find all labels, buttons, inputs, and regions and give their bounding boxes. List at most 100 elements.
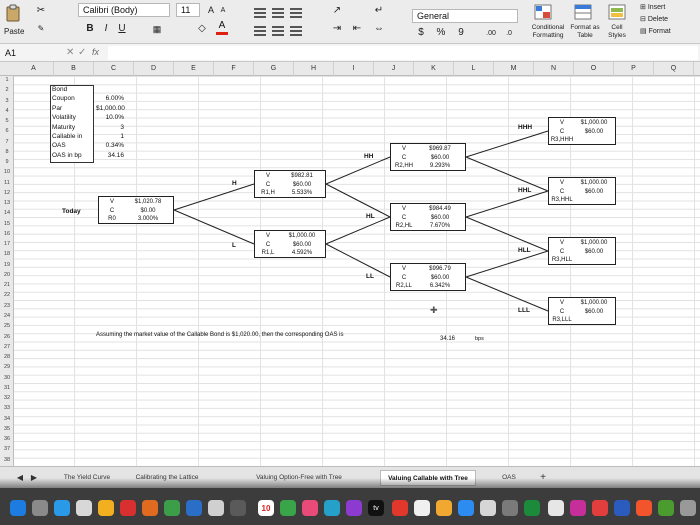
column-header-cell[interactable]: K [414,62,454,76]
tree-node-row-value[interactable]: 3.000% [137,216,159,222]
row-header-cell[interactable]: 5 [5,118,9,125]
row-header-cell[interactable]: 32 [3,395,11,402]
column-header-cell[interactable]: L [454,62,494,76]
row-header-cell[interactable]: 23 [3,302,11,309]
row-header-cell[interactable]: 37 [3,446,11,453]
app-store-icon[interactable] [186,500,202,516]
column-header-cell[interactable]: E [174,62,214,76]
tree-node-row-value[interactable]: $1,000.00 [580,120,608,126]
column-header-cell[interactable]: P [614,62,654,76]
format-as-table-icon[interactable] [574,4,592,20]
sheet-tab[interactable]: The Yield Curve [56,470,118,486]
input-value[interactable]: 3 [120,123,124,131]
tree-node-row-value[interactable]: $982.81 [291,173,313,179]
tree-node-row-value[interactable]: $60.00 [430,154,450,161]
tree-node-row-value[interactable]: $1,000.00 [288,233,316,239]
tree-node-row-value[interactable]: $60.00 [292,181,312,188]
row-header-cell[interactable]: 2 [5,87,9,94]
format-button[interactable]: ▤ Format [640,27,671,35]
row-header-cell[interactable]: 24 [3,312,11,319]
grow-font-button[interactable]: A [207,5,214,15]
news-icon[interactable] [392,500,408,516]
comma-button[interactable]: 9 [458,27,464,38]
system-icon[interactable] [230,500,246,516]
font-size-select[interactable]: 11 [176,3,200,17]
app-icon[interactable] [142,500,158,516]
tree-node-row-value[interactable]: $1,020.78 [134,199,162,205]
row-header-cell[interactable]: 9 [5,159,9,166]
column-header-cell[interactable]: Q [654,62,694,76]
font-color-button[interactable]: A [216,20,228,35]
tree-node-row-value[interactable]: $60.00 [430,274,450,281]
row-header-cell[interactable]: 22 [3,292,11,299]
function-button[interactable]: fx [92,47,100,57]
input-value[interactable]: 10.0% [105,114,124,122]
orientation-icon[interactable]: ↗ [332,5,342,16]
row-header-cell[interactable]: 17 [3,241,11,248]
row-header-cell[interactable]: 1 [5,77,9,83]
row-header-cell[interactable]: 4 [5,107,9,114]
facetime-icon[interactable] [324,500,340,516]
decrease-decimal-icon[interactable]: .0 [506,30,512,37]
column-header-cell[interactable]: N [534,62,574,76]
row-header-cell[interactable]: 29 [3,364,11,371]
launchpad-icon[interactable] [32,500,48,516]
tree-node-row-value[interactable]: 6.342% [429,283,451,289]
tree-node-row-value[interactable]: $60.00 [584,128,604,135]
tree-node-row-value[interactable]: $60.00 [584,188,604,195]
next-sheet-icon[interactable]: ▶ [28,470,40,486]
row-header-cell[interactable]: 7 [5,138,9,145]
row-header-cell[interactable]: 21 [3,282,11,289]
align-bottom-icon[interactable] [290,8,302,18]
row-header-cell[interactable]: 3 [5,97,9,104]
row-header-cell[interactable]: 25 [3,323,11,330]
prev-sheet-icon[interactable]: ◀ [14,470,26,486]
increase-decimal-icon[interactable]: .00 [486,30,496,37]
preview-icon[interactable] [208,500,224,516]
finder-icon[interactable] [10,500,26,516]
column-header-cell[interactable]: H [294,62,334,76]
apple-tv-icon[interactable]: tv [368,500,384,516]
tree-node-row-value[interactable]: $60.00 [584,248,604,255]
row-header-cell[interactable]: 18 [3,251,11,258]
tree-node-row-value[interactable]: $969.87 [429,146,451,152]
bold-button[interactable]: B [86,23,94,34]
input-value[interactable]: 6.00% [105,95,124,103]
paste-button[interactable] [4,4,26,28]
borders-icon[interactable]: ▦ [152,24,162,34]
calendar-icon[interactable]: 10 [258,500,274,516]
percent-button[interactable]: % [436,27,446,38]
align-left-icon[interactable] [254,26,266,36]
tree-node-row-value[interactable]: $1,000.00 [580,240,608,246]
row-header-cell[interactable]: 38 [3,456,11,463]
tree-node-row-value[interactable]: $60.00 [430,214,450,221]
column-header-cell[interactable]: O [574,62,614,76]
sheet-tab[interactable]: OAS [492,470,526,486]
tree-node-row-value[interactable]: $0.00 [140,207,156,214]
align-right-icon[interactable] [290,26,302,36]
row-header-cell[interactable]: 16 [3,230,11,237]
tree-node-row-value[interactable]: $60.00 [292,241,312,248]
office-icon[interactable] [636,500,652,516]
contacts-icon[interactable] [414,500,430,516]
indent-icon[interactable]: ⇥ [332,23,342,34]
row-header-cell[interactable]: 36 [3,436,11,443]
row-header-cell[interactable]: 27 [3,343,11,350]
row-header-cell[interactable]: 15 [3,220,11,227]
column-header-cell[interactable]: C [94,62,134,76]
row-header-cell[interactable]: 28 [3,354,11,361]
tree-node-row-value[interactable]: 4.592% [291,250,313,256]
powerpoint-icon[interactable] [570,500,586,516]
row-header-cell[interactable]: 12 [3,189,11,196]
row-header-cell[interactable]: 30 [3,374,11,381]
shrink-font-button[interactable]: A [220,7,226,14]
messages-icon[interactable] [164,500,180,516]
tree-node-row-value[interactable]: $1,000.00 [580,180,608,186]
row-header-cell[interactable]: 11 [4,179,10,186]
column-header-cell[interactable]: I [334,62,374,76]
column-header-cell[interactable]: G [254,62,294,76]
app-green-icon[interactable] [658,500,674,516]
column-header-cell[interactable]: D [134,62,174,76]
books-icon[interactable] [436,500,452,516]
safari-icon[interactable] [54,500,70,516]
